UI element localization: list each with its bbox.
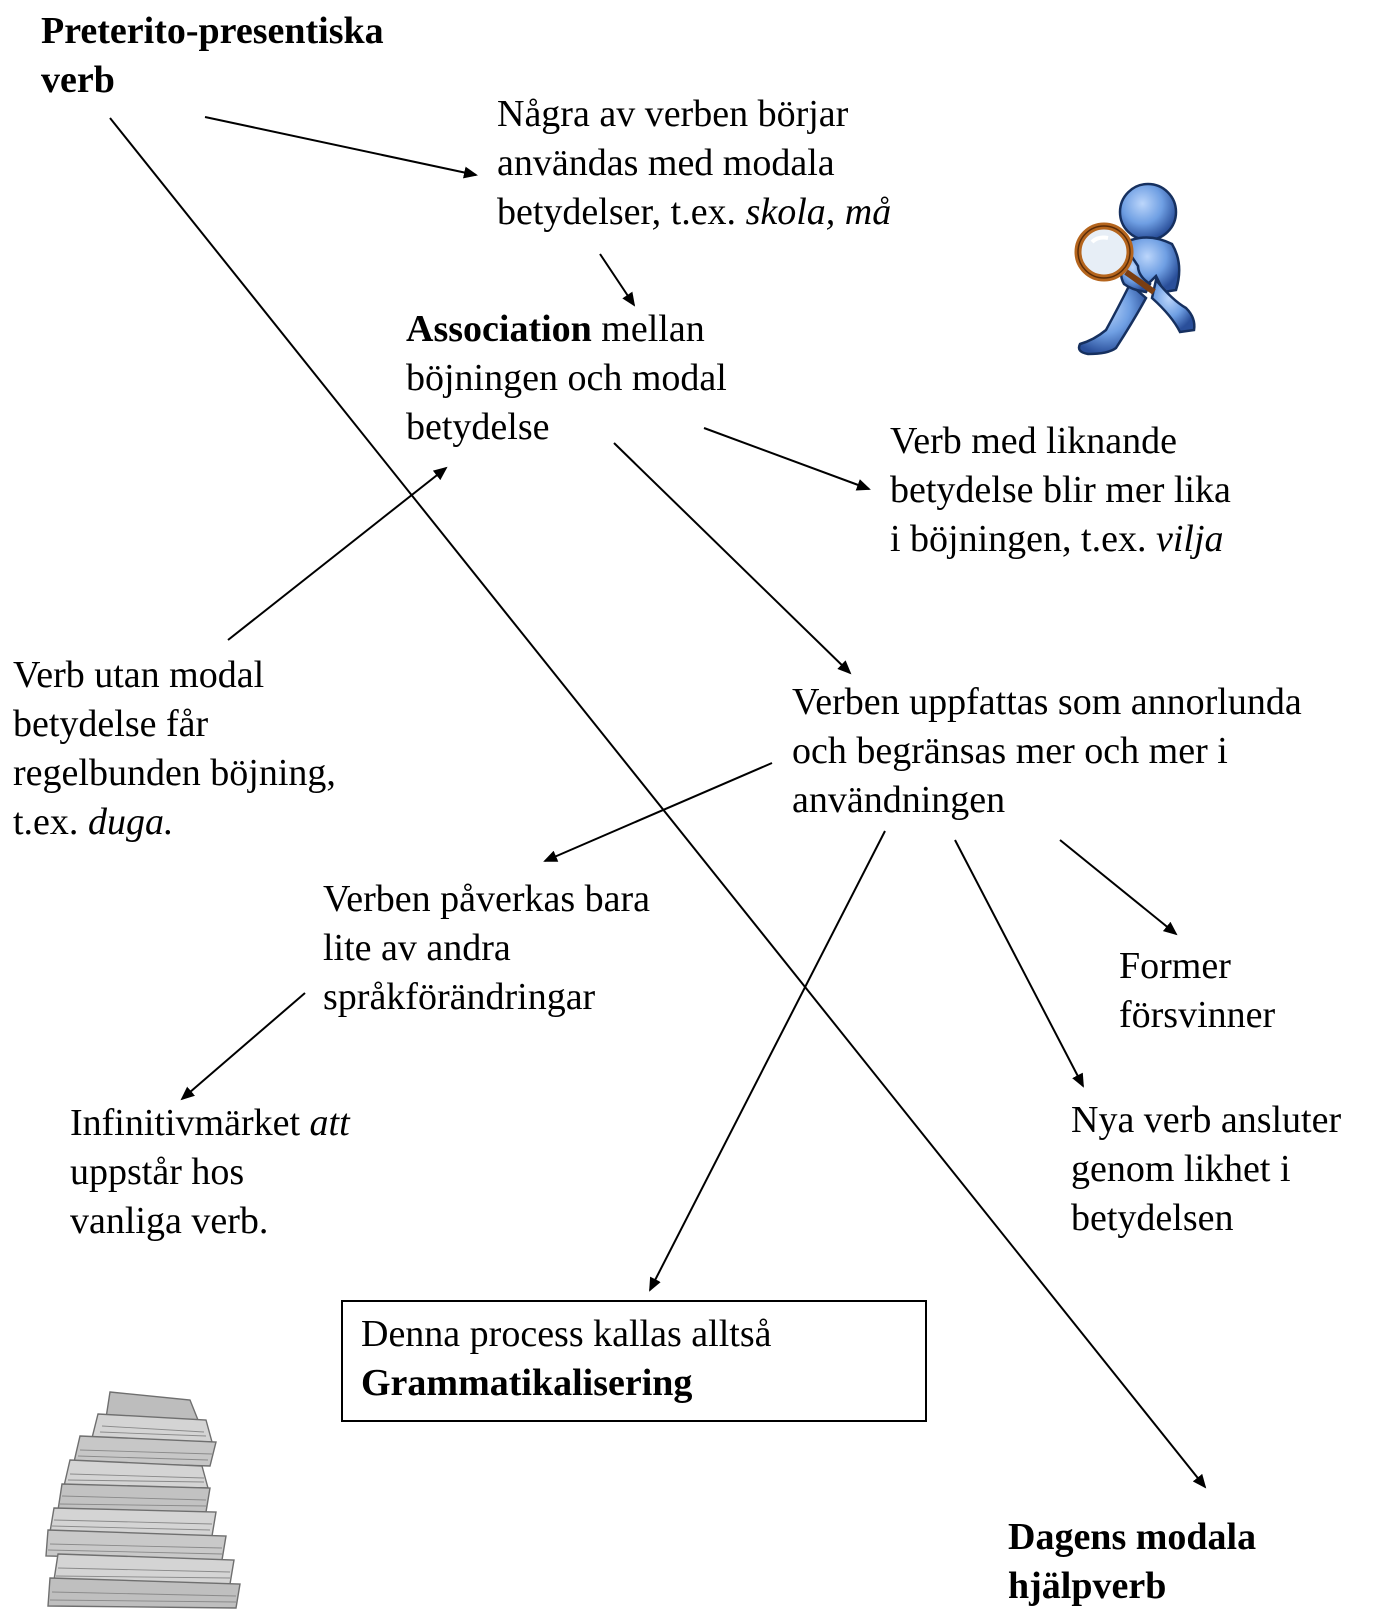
node-text: Infinitivmärket [70, 1102, 310, 1144]
node-text: t.ex. [13, 801, 88, 843]
node-line: Verb med liknande [890, 420, 1178, 462]
node-example: skola, må [745, 191, 892, 233]
node-line: Denna process kallas alltså [361, 1313, 772, 1355]
node-line: verb [41, 59, 115, 101]
node-line: användningen [792, 779, 1006, 821]
node-line: betydelse får [13, 703, 209, 745]
node-example: duga. [87, 801, 174, 843]
node-verben-uppfattas: Verben uppfattas som annorlunda och begr… [792, 678, 1302, 825]
node-preterito-presentiska: Preterito-presentiska verb [41, 7, 384, 105]
node-line: uppstår hos [70, 1151, 245, 1193]
node-line: böjningen och modal [406, 357, 727, 399]
arrow-association-to-annorlunda [613, 442, 852, 675]
node-line: i böjningen, t.ex. vilja [890, 515, 1231, 564]
node-keyword: Association [406, 308, 592, 350]
arrow-utan-modal-to-association [227, 466, 448, 641]
node-verb-utan-modal: Verb utan modal betydelse får regelbunde… [13, 651, 336, 847]
node-line: försvinner [1119, 994, 1276, 1036]
node-line: lite av andra [323, 927, 511, 969]
node-text: mellan [591, 308, 705, 350]
node-line: hjälpverb [1008, 1565, 1167, 1607]
arrow-association-to-liknande [703, 427, 871, 491]
node-line: Former [1119, 945, 1231, 987]
node-verben-paverkas: Verben påverkas bara lite av andra språk… [323, 875, 650, 1022]
node-line: språkförändringar [323, 976, 596, 1018]
arrow-preterito-to-nagra [204, 116, 478, 179]
arrow-annorlunda-to-former [1059, 839, 1178, 936]
node-line: regelbunden böjning, [13, 752, 336, 794]
node-text: betydelser, t.ex. [497, 191, 746, 233]
node-keyword: Grammatikalisering [361, 1362, 693, 1404]
node-line: betydelse [406, 406, 550, 448]
node-text: i böjningen, t.ex. [890, 518, 1156, 560]
arrow-annorlunda-to-nya-verb [954, 839, 1084, 1088]
node-line: Nya verb ansluter [1071, 1099, 1342, 1141]
node-nya-verb: Nya verb ansluter genom likhet i betydel… [1071, 1096, 1341, 1243]
node-former-forsvinner: Former försvinner [1119, 942, 1275, 1040]
node-line: Infinitivmärket att [70, 1099, 350, 1148]
node-line: betydelser, t.ex. skola, må [497, 188, 891, 237]
node-line: t.ex. duga. [13, 798, 336, 847]
node-line: användas med modala [497, 142, 835, 184]
node-line: Verben påverkas bara [323, 878, 651, 920]
process-box: Denna process kallas alltså Grammatikali… [341, 1300, 927, 1422]
node-dagens-modala: Dagens modala hjälpverb [1008, 1513, 1256, 1611]
arrow-long-diagonal [109, 117, 1207, 1489]
detective-person-icon [1074, 182, 1196, 356]
paper-stack-icon [45, 1391, 241, 1609]
node-line: Verb utan modal [13, 654, 265, 696]
node-line: betydelsen [1071, 1197, 1234, 1239]
node-verb-med-liknande: Verb med liknande betydelse blir mer lik… [890, 417, 1231, 564]
arrow-nagra-to-association [599, 253, 636, 307]
node-line: vanliga verb. [70, 1200, 269, 1242]
arrow-annorlunda-to-paverkas [543, 762, 773, 862]
arrow-annorlunda-to-process [649, 830, 886, 1292]
node-line: Verben uppfattas som annorlunda [792, 681, 1302, 723]
node-line: Några av verben börjar [497, 93, 849, 135]
node-example: vilja [1155, 518, 1224, 560]
node-line: Association mellan [406, 305, 727, 354]
node-line: Preterito-presentiska [41, 10, 384, 52]
node-nagra-av-verben: Några av verben börjar användas med moda… [497, 90, 891, 237]
node-association: Association mellan böjningen och modal b… [406, 305, 727, 452]
node-line: betydelse blir mer lika [890, 469, 1231, 511]
arrow-paverkas-to-infinitiv [180, 992, 306, 1101]
node-infinitivmarket: Infinitivmärket att uppstår hos vanliga … [70, 1099, 350, 1246]
node-line: och begränsas mer och mer i [792, 730, 1228, 772]
node-line: Dagens modala [1008, 1516, 1257, 1558]
node-example: att [309, 1102, 350, 1144]
node-line: genom likhet i [1071, 1148, 1291, 1190]
